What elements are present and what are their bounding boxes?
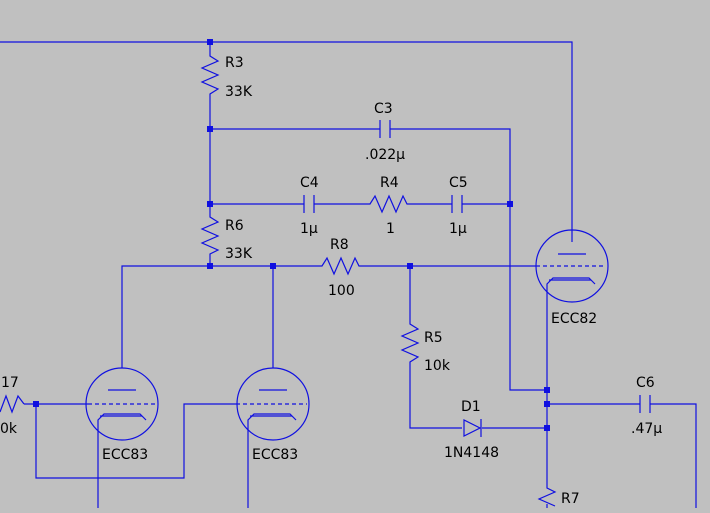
r8-ref: R8 xyxy=(330,237,349,253)
tube-v3 xyxy=(535,229,609,303)
r4-value: 1 xyxy=(386,221,395,237)
wire-left-loop xyxy=(35,403,236,479)
r5-ref: R5 xyxy=(424,330,443,346)
c4-ref: C4 xyxy=(300,175,319,191)
r5-value: 10k xyxy=(424,358,451,374)
capacitor-c4 xyxy=(303,195,315,213)
c5-value: 1µ xyxy=(449,221,467,237)
c6-value: .47µ xyxy=(631,421,662,437)
resistor-r3 xyxy=(200,52,220,98)
r8-value: 100 xyxy=(328,283,355,299)
tube-v2 xyxy=(236,367,310,441)
v3-value: ECC82 xyxy=(551,311,597,327)
tube-v1 xyxy=(85,367,159,441)
capacitor-c5 xyxy=(451,195,463,213)
wire-plate-v1 xyxy=(121,265,210,368)
r6-value: 33K xyxy=(225,246,253,262)
d1-ref: D1 xyxy=(461,399,481,415)
r6-ref: R6 xyxy=(225,218,244,234)
wire-c3-right-down xyxy=(390,128,547,391)
resistor-r4 xyxy=(366,194,414,214)
capacitor-c6 xyxy=(639,395,651,413)
r4-ref: R4 xyxy=(380,175,399,191)
r3-value: 33K xyxy=(225,84,253,100)
wire-r5-bottom xyxy=(409,372,462,429)
r7-ref: R7 xyxy=(561,491,580,507)
resistor-r5 xyxy=(400,320,420,372)
c3-ref: C3 xyxy=(374,101,393,117)
c3-value: .022µ xyxy=(365,147,405,163)
resistor-r8 xyxy=(318,256,366,276)
wire-c6-right xyxy=(650,403,697,508)
d1-value: 1N4148 xyxy=(444,445,499,461)
r3-ref: R3 xyxy=(225,55,244,71)
r17-value: 0k xyxy=(0,421,18,437)
resistor-r6 xyxy=(200,213,220,258)
c6-ref: C6 xyxy=(636,375,655,391)
resistor-r7 xyxy=(537,484,557,507)
wires xyxy=(0,41,697,508)
resistor-r17 xyxy=(0,394,25,414)
wire-top-rail xyxy=(0,41,573,242)
r17-ref: 17 xyxy=(1,375,19,391)
diode-d1 xyxy=(463,419,482,437)
junctions xyxy=(33,39,550,431)
capacitor-c3 xyxy=(379,120,391,138)
c5-ref: C5 xyxy=(449,175,468,191)
v2-value: ECC83 xyxy=(252,447,298,463)
v1-value: ECC83 xyxy=(102,447,148,463)
c4-value: 1µ xyxy=(300,221,318,237)
